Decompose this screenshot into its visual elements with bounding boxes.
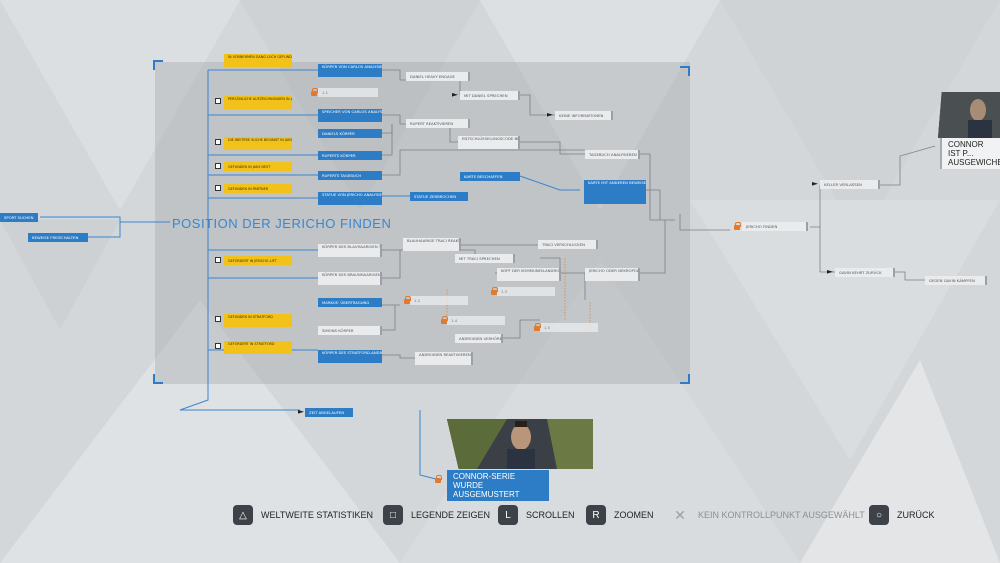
ending-lock-icon <box>435 475 442 483</box>
lock-icon <box>441 316 448 324</box>
legend-show-legend[interactable]: □ LEGENDE ZEIGEN <box>383 504 490 526</box>
ending-thumbnail <box>447 419 593 469</box>
lock-icon <box>311 88 318 96</box>
node-markus-broadcast[interactable]: MARKUS' ÜBERTRAGUNG <box>318 298 382 307</box>
legend-zoom[interactable]: R ZOOMEN <box>586 504 654 526</box>
node-clue[interactable]: GEFÖRDERT IN JERICHO-LIFT <box>224 256 292 265</box>
circle-button-icon: ○ <box>869 505 889 525</box>
cross-button-icon: ✕ <box>674 506 686 523</box>
node-clue[interactable]: GEFUNDEN IN PARTNER <box>224 184 292 193</box>
node-clue[interactable]: IN VORNEHMEN GANG LOCH GEFUNDEN <box>224 54 292 67</box>
node-grey[interactable]: TRACI VERSCHLUCKEN <box>538 240 598 249</box>
node-sport-suchen[interactable]: SPORT SUCHEN <box>0 213 38 222</box>
node-carlos-memory[interactable]: SPEICHER VON CARLOS ANALYSIEREN <box>318 109 382 122</box>
ending-thumbnail <box>938 92 1000 138</box>
warning-icon <box>547 113 553 117</box>
node-grey[interactable]: TAGEBUCH ANALYSIEREN <box>585 150 640 159</box>
node-combine-map[interactable]: KARTE MIT ANDEREN BEWEISEN VERBINDEN <box>584 180 646 204</box>
node-grey[interactable]: KEINE INFORMATIONEN <box>555 111 613 120</box>
node-stratford-android[interactable]: KÖRPER DES STRATFORD-ANDROIDEN <box>318 350 382 363</box>
node-clue[interactable]: DIE WEITERE SUCHE BEGINNT IN JAKS NEST <box>224 137 292 150</box>
node-rupert-diary[interactable]: RUPERTS TAGEBUCH <box>318 171 382 180</box>
node-locked[interactable]: 1.5 <box>540 323 598 332</box>
legend-world-stats[interactable]: △ WELTWEITE STATISTIKEN <box>233 504 373 526</box>
panel-bracket <box>680 374 690 384</box>
triangle-button-icon: △ <box>233 505 253 525</box>
node-daniel-body[interactable]: DANIELS KÖRPER <box>318 129 382 138</box>
legend-back[interactable]: ○ ZURÜCK <box>869 504 935 526</box>
node-jericho-statue[interactable]: STATUE VON JERICHO ANALYSIEREN <box>318 192 382 205</box>
node-time-out[interactable]: ZEIT ABGELAUFEN <box>305 408 353 417</box>
document-icon <box>215 185 221 191</box>
legend-no-checkpoint: ✕ KEIN KONTROLLPUNKT AUSGEWÄHLT <box>670 504 865 526</box>
node-beweise-freischalten[interactable]: BEWEISE FREISCHALTEN <box>28 233 88 242</box>
node-statue-broken[interactable]: STATUE ZERBROCHEN <box>410 192 468 201</box>
node-clue[interactable]: GEFUNDEN IN JAKS NEST <box>224 162 292 171</box>
document-icon <box>215 98 221 104</box>
ending-card-evaded[interactable]: CONNOR IST P... AUSGEWICHEN <box>940 138 1000 169</box>
node-carlos-body[interactable]: KÖRPER VON CARLOS ANALYSIEREN <box>318 64 382 77</box>
panel-bracket <box>153 374 163 384</box>
node-grey[interactable]: MIT TRACI SPRECHEN <box>455 254 515 263</box>
warning-icon <box>827 270 833 274</box>
legend-label: KEIN KONTROLLPUNKT AUSGEWÄHLT <box>698 510 865 520</box>
node-grey[interactable]: ANDROIDEN REAKTIVIEREN <box>415 352 473 365</box>
node-clue[interactable]: GEFUNDEN IN STRATFORD <box>224 314 292 327</box>
node-jericho-finden[interactable]: JERICHO FINDEN <box>742 222 808 231</box>
node-grey[interactable]: BLAUHAARIGE TRACI REAKTIVIEREN <box>403 238 461 251</box>
square-button-icon: □ <box>383 505 403 525</box>
node-grey[interactable]: RUPERT REAKTIVIEREN <box>406 119 470 128</box>
legend-label: ZOOMEN <box>614 510 654 520</box>
lock-icon <box>404 296 411 304</box>
node-get-map[interactable]: KARTE BESCHAFFEN <box>460 172 520 181</box>
document-icon <box>215 257 221 263</box>
legend-label: WELTWEITE STATISTIKEN <box>261 510 374 520</box>
lock-icon <box>491 287 498 295</box>
document-icon <box>215 343 221 349</box>
node-grey[interactable]: JERICHO ODER NEKROPOLE VERLASSEN <box>585 268 640 281</box>
node-grey[interactable]: ENTSCHLÜSSELUNGSCODE BESCHAFFEN <box>458 136 520 149</box>
node-grey[interactable]: ANDROIDEN VERHÖREN <box>455 334 503 343</box>
r3-button-icon: R <box>586 505 606 525</box>
flag-icon <box>452 93 458 97</box>
legend-scroll[interactable]: L SCROLLEN <box>498 504 575 526</box>
document-icon <box>215 139 221 145</box>
section-title: POSITION DER JERICHO FINDEN <box>172 216 392 231</box>
lock-icon <box>534 323 541 331</box>
node-grey[interactable]: GEGEN GAVIN KÄMPFEN <box>925 276 987 285</box>
node-locked[interactable]: 1.3 <box>497 287 555 296</box>
flag-icon <box>812 182 818 186</box>
legend-label: SCROLLEN <box>526 510 575 520</box>
document-icon <box>215 316 221 322</box>
node-locked[interactable]: 1.4 <box>447 316 505 325</box>
legend-label: ZURÜCK <box>897 510 935 520</box>
document-icon <box>215 163 221 169</box>
node-grey[interactable]: KÖRPER DES BRAUNHAARIGEN TRACI <box>318 272 382 285</box>
node-grey[interactable]: KOPF DER KOMMUNEN-ANDROIDEN ENTFERNEN <box>497 268 561 281</box>
node-grey[interactable]: KELLER VERLASSEN <box>820 180 880 189</box>
node-grey[interactable]: SIMONS KÖRPER <box>318 326 382 335</box>
panel-bracket <box>153 60 163 70</box>
node-clue[interactable]: PERSÖNLICHE AUFZEICHNUNGEN IN JAKS VERLI… <box>224 96 292 109</box>
node-grey[interactable]: KÖRPER DES BLAUHAARIGEN TRACI <box>318 244 382 257</box>
legend-label: LEGENDE ZEIGEN <box>411 510 491 520</box>
lock-icon <box>734 222 741 230</box>
node-locked[interactable]: 1.2 <box>410 296 468 305</box>
l3-button-icon: L <box>498 505 518 525</box>
panel-bracket <box>680 66 690 76</box>
node-clue[interactable]: GEFÖRDERT IN STRATFORD <box>224 341 292 354</box>
warning-icon <box>298 410 304 414</box>
node-locked[interactable]: 1.1 <box>318 88 378 97</box>
node-rupert-body[interactable]: RUPERTS KÖRPER <box>318 151 382 160</box>
ending-card-retired[interactable]: CONNOR-SERIE WURDE AUSGEMUSTERT <box>447 470 549 501</box>
node-grey[interactable]: MIT DANIEL SPRECHEN <box>460 91 520 100</box>
node-grey[interactable]: GAVIN KEHRT ZURÜCK <box>835 268 895 277</box>
node-grey[interactable]: DANIEL HEAVY ENGAGE <box>406 72 470 81</box>
